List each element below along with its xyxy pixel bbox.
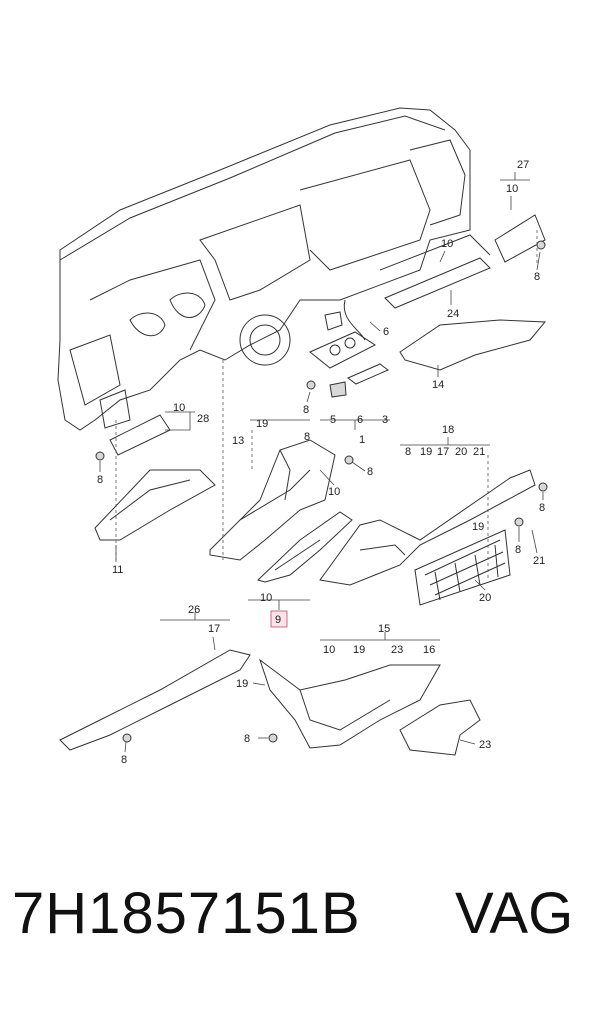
callout-19: 19 — [256, 418, 268, 430]
callout-6: 6 — [357, 414, 363, 426]
callout-20: 20 — [479, 592, 491, 604]
callout-19: 19 — [420, 446, 432, 458]
part-14-trim — [399, 319, 547, 371]
part-24-tray — [379, 234, 491, 309]
callout-17: 17 — [208, 623, 220, 635]
callout-8: 8 — [515, 544, 521, 556]
callout-11: 11 — [112, 564, 123, 576]
part-28-bracket — [109, 411, 195, 456]
callout-15: 15 — [378, 623, 390, 635]
callout-8: 8 — [97, 474, 103, 486]
part-20-storage-net — [414, 529, 511, 606]
reference-lines — [115, 230, 538, 580]
callout-8: 8 — [244, 733, 250, 745]
highlight-box-9 — [270, 610, 288, 628]
part-15-cover — [259, 632, 441, 749]
callout-10: 10 — [173, 402, 185, 414]
callout-23: 23 — [479, 739, 491, 751]
callout-labels: 27 10 8 10 24 6 14 8 5 6 3 1 10 28 8 11 … — [97, 159, 545, 766]
callout-8: 8 — [304, 431, 310, 443]
part-27-cover — [494, 172, 546, 263]
callout-8: 8 — [303, 404, 309, 416]
callout-1: 1 — [359, 434, 365, 446]
callout-8: 8 — [539, 502, 545, 514]
part-11-lower-trim — [94, 469, 216, 541]
callout-23: 23 — [391, 644, 403, 656]
callout-10: 10 — [506, 183, 518, 195]
callout-18: 18 — [442, 424, 454, 436]
callout-5: 5 — [330, 414, 336, 426]
brand-name: VAG — [455, 881, 574, 946]
part-18-shelf — [319, 469, 536, 586]
callout-10: 10 — [441, 238, 453, 250]
part-number: 7H1857151B — [12, 881, 361, 946]
callout-10: 10 — [260, 592, 272, 604]
callout-8: 8 — [405, 446, 411, 458]
fastener-screws — [95, 240, 548, 743]
callout-26: 26 — [188, 604, 200, 616]
exploded-parts-diagram: 27 10 8 10 24 6 14 8 5 6 3 1 10 28 8 11 … — [57, 107, 548, 766]
callout-21: 21 — [473, 446, 485, 458]
callout-10: 10 — [323, 644, 335, 656]
callout-28: 28 — [197, 413, 209, 425]
callout-8: 8 — [534, 271, 540, 283]
callout-21: 21 — [533, 555, 545, 567]
part-23-cover — [399, 699, 481, 756]
callout-8: 8 — [121, 754, 127, 766]
part-9-cover-highlighted — [257, 511, 353, 583]
callout-10: 10 — [328, 486, 340, 498]
part-1-switch-panel — [309, 299, 390, 430]
callout-9-highlighted: 9 — [275, 614, 281, 626]
part-26-strip — [59, 612, 251, 751]
callout-17: 17 — [437, 446, 449, 458]
callout-16: 16 — [423, 644, 435, 656]
callout-brackets — [248, 419, 490, 610]
dashboard-main-panel — [57, 107, 471, 431]
callout-3: 3 — [382, 414, 388, 426]
callout-27: 27 — [517, 159, 529, 171]
part-13-bracket — [209, 439, 336, 561]
callout-19: 19 — [236, 678, 248, 690]
callout-19: 19 — [472, 521, 484, 533]
leader-lines — [99, 196, 544, 753]
callout-13: 13 — [232, 435, 244, 447]
callout-19: 19 — [353, 644, 365, 656]
callout-14: 14 — [432, 379, 444, 391]
callout-20: 20 — [455, 446, 467, 458]
callout-24: 24 — [447, 308, 459, 320]
callout-6: 6 — [383, 326, 389, 338]
callout-8: 8 — [367, 466, 373, 478]
caption-bar: 7H1857151B VAG — [0, 880, 600, 990]
